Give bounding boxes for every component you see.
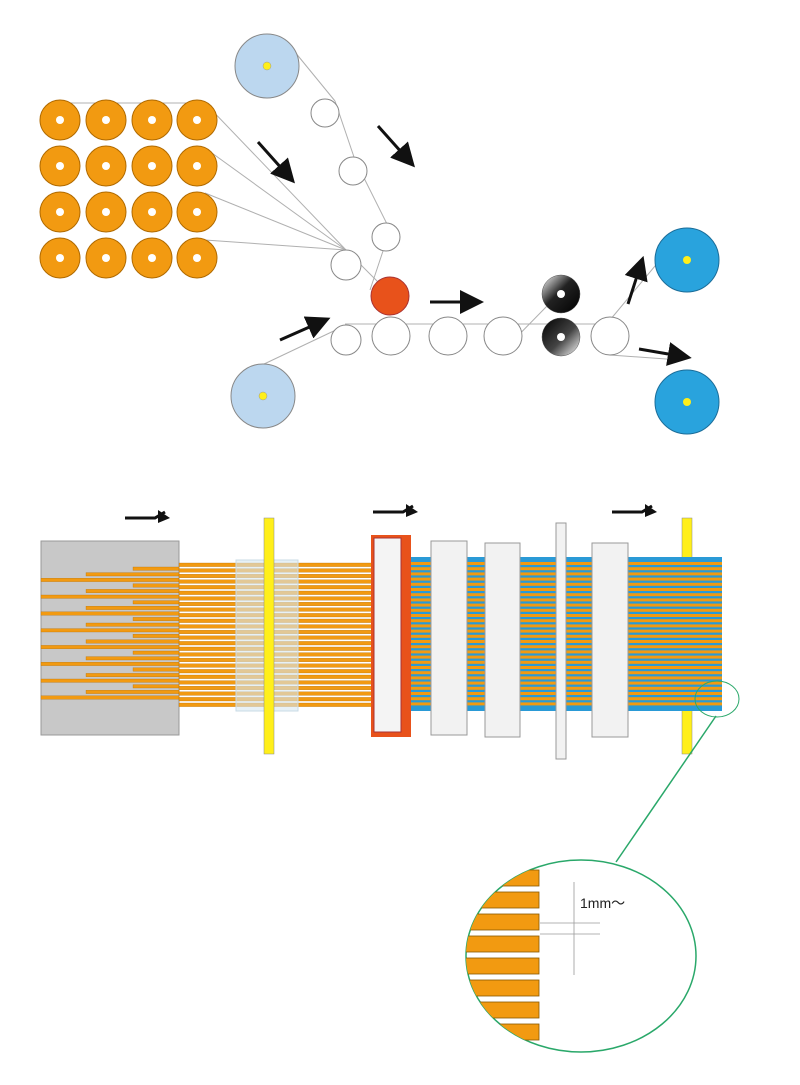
press-plates [430,522,629,760]
conductor-end [40,678,180,683]
zoom-conductor [466,1001,540,1019]
process-line [39,33,720,435]
conductor-end [85,606,180,610]
conductor-supply-reels [39,99,218,279]
lower-film-reel [230,363,296,429]
conductor-end [40,594,180,599]
reel-hole [193,254,201,262]
heat-roller [370,276,410,316]
reel-hole [56,208,64,216]
roller-icon [371,222,401,252]
zoom-conductor [460,1068,539,1084]
zoom-conductor [466,869,540,887]
roller-icon [371,316,411,356]
flow-arrow-icon [376,125,415,168]
press-plate [591,542,629,738]
conductor-end [40,578,180,582]
flow-arrow-icon [624,255,648,305]
detail-zoom: 1mm～ [460,859,697,1084]
conductor-end [132,566,180,571]
zoom-conductor [466,957,540,975]
conductor-end [40,628,180,633]
roller-icon [330,249,362,281]
reel-hole [193,208,201,216]
reel-hole [102,208,110,216]
conductor-end [132,583,180,588]
reel-hub-icon [683,398,691,406]
reel-hole [56,254,64,262]
magnify-source-circle [694,680,740,718]
zoom-conductor [466,1045,540,1052]
zoom-conductor [466,891,540,909]
reel-hole [148,116,156,124]
reel-hole [148,162,156,170]
product-reel-upper [654,227,720,293]
roller-icon [338,156,368,186]
zoom-conductor [466,935,540,953]
conductor-staggered-ends [40,566,180,700]
product-reel-lower [654,369,720,435]
guide-rollers [310,98,630,356]
conductor-end [85,622,180,627]
flow-arrow-icon [279,316,331,342]
conductor-end [85,589,180,593]
conductor-end [85,656,180,661]
conductor-end [132,617,180,621]
reel-hole [102,254,110,262]
flow-arrow-icon [638,342,692,366]
process-flow-arrows [256,125,692,366]
reel-hole [102,116,110,124]
roller-icon [310,98,340,128]
conductor-end [85,690,180,694]
reel-hub-icon [258,391,268,401]
guide-bar-left [263,517,275,755]
press-plate [430,540,468,736]
conductor-end [40,611,180,616]
roller-icon [483,316,523,356]
reel-hole [193,116,201,124]
conductor-end [85,639,180,644]
roller-icon [428,316,468,356]
reel-hole [56,116,64,124]
nip-rollers [541,274,581,357]
conductor-end [85,572,180,577]
zoom-conductor [466,979,540,997]
reel-hole [56,162,64,170]
reel-hub-icon [262,61,272,71]
reel-hole [193,162,201,170]
flow-arrow-icon [256,141,295,184]
conductor-end [132,600,180,605]
conductor-end [40,645,180,649]
conductor-end [40,695,180,700]
pitch-dimension [540,882,600,975]
reel-hole [148,208,156,216]
zoom-conductor [466,913,540,931]
reel-hole [102,162,110,170]
conductor-end [40,662,180,666]
conductor-end [132,684,180,689]
magnify-leader-line [615,715,717,863]
upper-film-reel [234,33,300,99]
roller-icon [590,316,630,356]
conductor-end [85,673,180,677]
zoom-conductor [466,1023,540,1041]
press-plate [484,542,521,738]
reel-hole [148,254,156,262]
conductor-end [132,650,180,655]
plan-view: 1mm～ [40,504,740,1084]
press-plate [555,522,567,760]
plan-flow-arrows [125,504,657,523]
roller-icon [330,324,362,356]
conductor-end [132,667,180,672]
conductor-end [132,634,180,638]
reel-hub-icon [683,256,691,264]
pitch-dimension-label: 1mm～ [580,895,625,911]
